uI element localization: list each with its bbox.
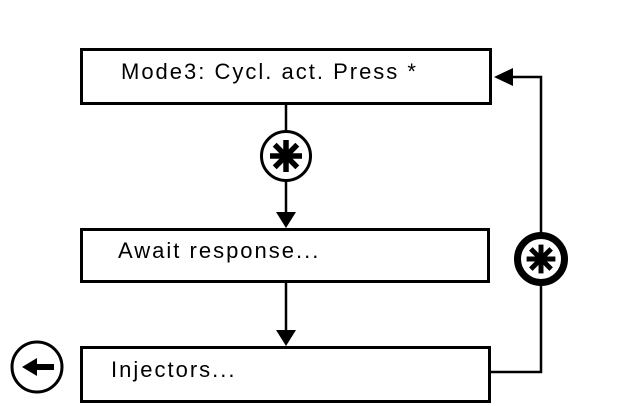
arrowhead-down-await-icon <box>276 212 296 228</box>
flow-node-injectors-label: Injectors... <box>111 357 237 382</box>
flow-node-mode3: Mode3: Cycl. act. Press * <box>80 48 492 105</box>
circled-asterisk-icon <box>260 130 312 182</box>
flow-node-await-response: Await response... <box>80 228 490 283</box>
bold-circled-asterisk-icon <box>514 232 568 286</box>
arrowhead-left-mode3-icon <box>494 68 513 86</box>
flow-node-injectors: Injectors... <box>80 346 491 403</box>
arrowhead-down-injectors-icon <box>276 330 296 346</box>
circled-left-arrow-icon <box>10 340 64 394</box>
connector-feedback-loop <box>491 75 543 374</box>
flow-node-await-response-label: Await response... <box>118 238 321 263</box>
flow-node-mode3-label: Mode3: Cycl. act. Press * <box>121 59 418 84</box>
